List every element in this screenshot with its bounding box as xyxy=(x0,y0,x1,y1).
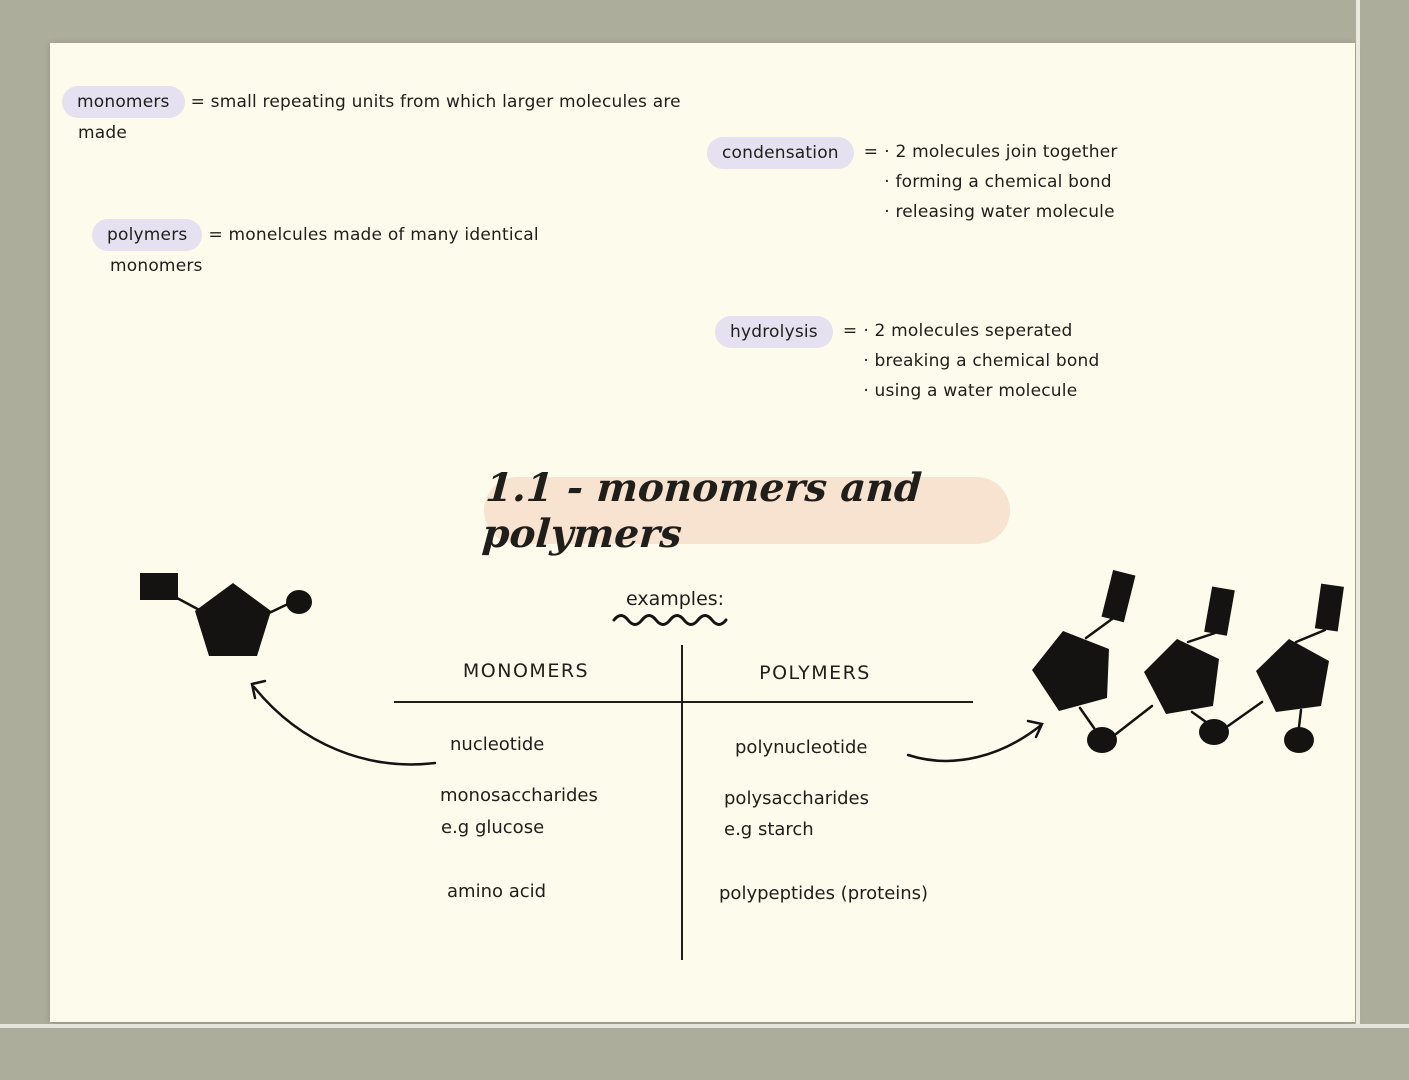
table-vertical-divider xyxy=(681,645,683,960)
base-circle xyxy=(286,590,312,614)
pentose-pentagon xyxy=(1144,639,1219,714)
condensation-bullet-1: · 2 molecules join together xyxy=(884,142,1118,162)
phosphate-square xyxy=(1101,570,1136,623)
equals-sign: = xyxy=(842,321,858,341)
cell-eg-starch: e.g starch xyxy=(724,819,814,840)
base-circle xyxy=(1087,727,1117,753)
highlight-condensation-term: condensation xyxy=(707,137,854,169)
cell-eg-glucose: e.g glucose xyxy=(441,817,545,838)
highlight-polymers-term: polymers xyxy=(92,219,203,251)
table-header-monomers: MONOMERS xyxy=(462,660,590,682)
arrow-to-polynucleotide-diagram xyxy=(906,719,1044,763)
hydrolysis-bullet-3: · using a water molecule xyxy=(863,381,1078,401)
table-horizontal-divider xyxy=(394,701,973,703)
base-circle xyxy=(1284,727,1314,753)
window-edge-vertical xyxy=(1356,0,1360,1026)
monomers-definition-text-line2: made xyxy=(78,123,128,143)
window-edge-horizontal xyxy=(0,1024,1409,1028)
base-circle xyxy=(1199,719,1229,745)
equals-sign: = xyxy=(863,142,879,162)
condensation-bullet-2: · forming a chemical bond xyxy=(884,172,1112,192)
cell-polypeptides: polypeptides (proteins) xyxy=(719,883,929,904)
cell-monosaccharides: monosaccharides xyxy=(440,785,598,806)
highlight-hydrolysis-term: hydrolysis xyxy=(715,316,833,348)
cell-polysaccharides: polysaccharides xyxy=(724,788,870,809)
polynucleotide-diagram xyxy=(1032,570,1344,753)
phosphate-square xyxy=(1204,586,1235,636)
cell-polynucleotide: polynucleotide xyxy=(735,737,868,758)
cell-nucleotide: nucleotide xyxy=(450,734,545,755)
phosphate-square xyxy=(1314,583,1344,632)
highlight-monomers-term: monomers xyxy=(62,86,185,118)
pentose-pentagon xyxy=(1256,639,1329,712)
hydrolysis-bullet-1: · 2 molecules seperated xyxy=(863,321,1073,341)
definition-monomers: monomers= small repeating units from whi… xyxy=(62,86,681,148)
polymers-definition-text-line2: monomers xyxy=(110,256,203,276)
definition-polymers: polymers= monelcules made of many identi… xyxy=(92,219,539,281)
monomers-definition-text: = small repeating units from which large… xyxy=(190,92,681,112)
table-header-polymers: POLYMERS xyxy=(759,662,871,684)
polymers-definition-text: = monelcules made of many identical xyxy=(208,225,539,245)
wavy-underline xyxy=(612,614,728,626)
definition-condensation: condensation = · 2 molecules join togeth… xyxy=(707,137,1118,227)
pentose-pentagon xyxy=(1032,631,1109,711)
section-title-banner: 1.1 - monomers and polymers xyxy=(481,465,1010,557)
definition-hydrolysis: hydrolysis = · 2 molecules seperated · b… xyxy=(715,316,1100,406)
phosphate-square xyxy=(140,573,178,600)
examples-label: examples: xyxy=(626,588,725,610)
cell-amino-acid: amino acid xyxy=(447,881,547,902)
page-title: 1.1 - monomers and polymers xyxy=(480,464,924,557)
hydrolysis-bullet-list: · 2 molecules seperated · breaking a che… xyxy=(863,316,1099,406)
pentose-pentagon xyxy=(195,583,271,656)
nucleotide-diagram xyxy=(140,573,312,656)
arrow-to-nucleotide-diagram xyxy=(250,679,437,766)
condensation-bullet-list: · 2 molecules join together · forming a … xyxy=(884,137,1117,227)
hydrolysis-bullet-2: · breaking a chemical bond xyxy=(863,351,1100,371)
condensation-bullet-3: · releasing water molecule xyxy=(884,202,1115,222)
